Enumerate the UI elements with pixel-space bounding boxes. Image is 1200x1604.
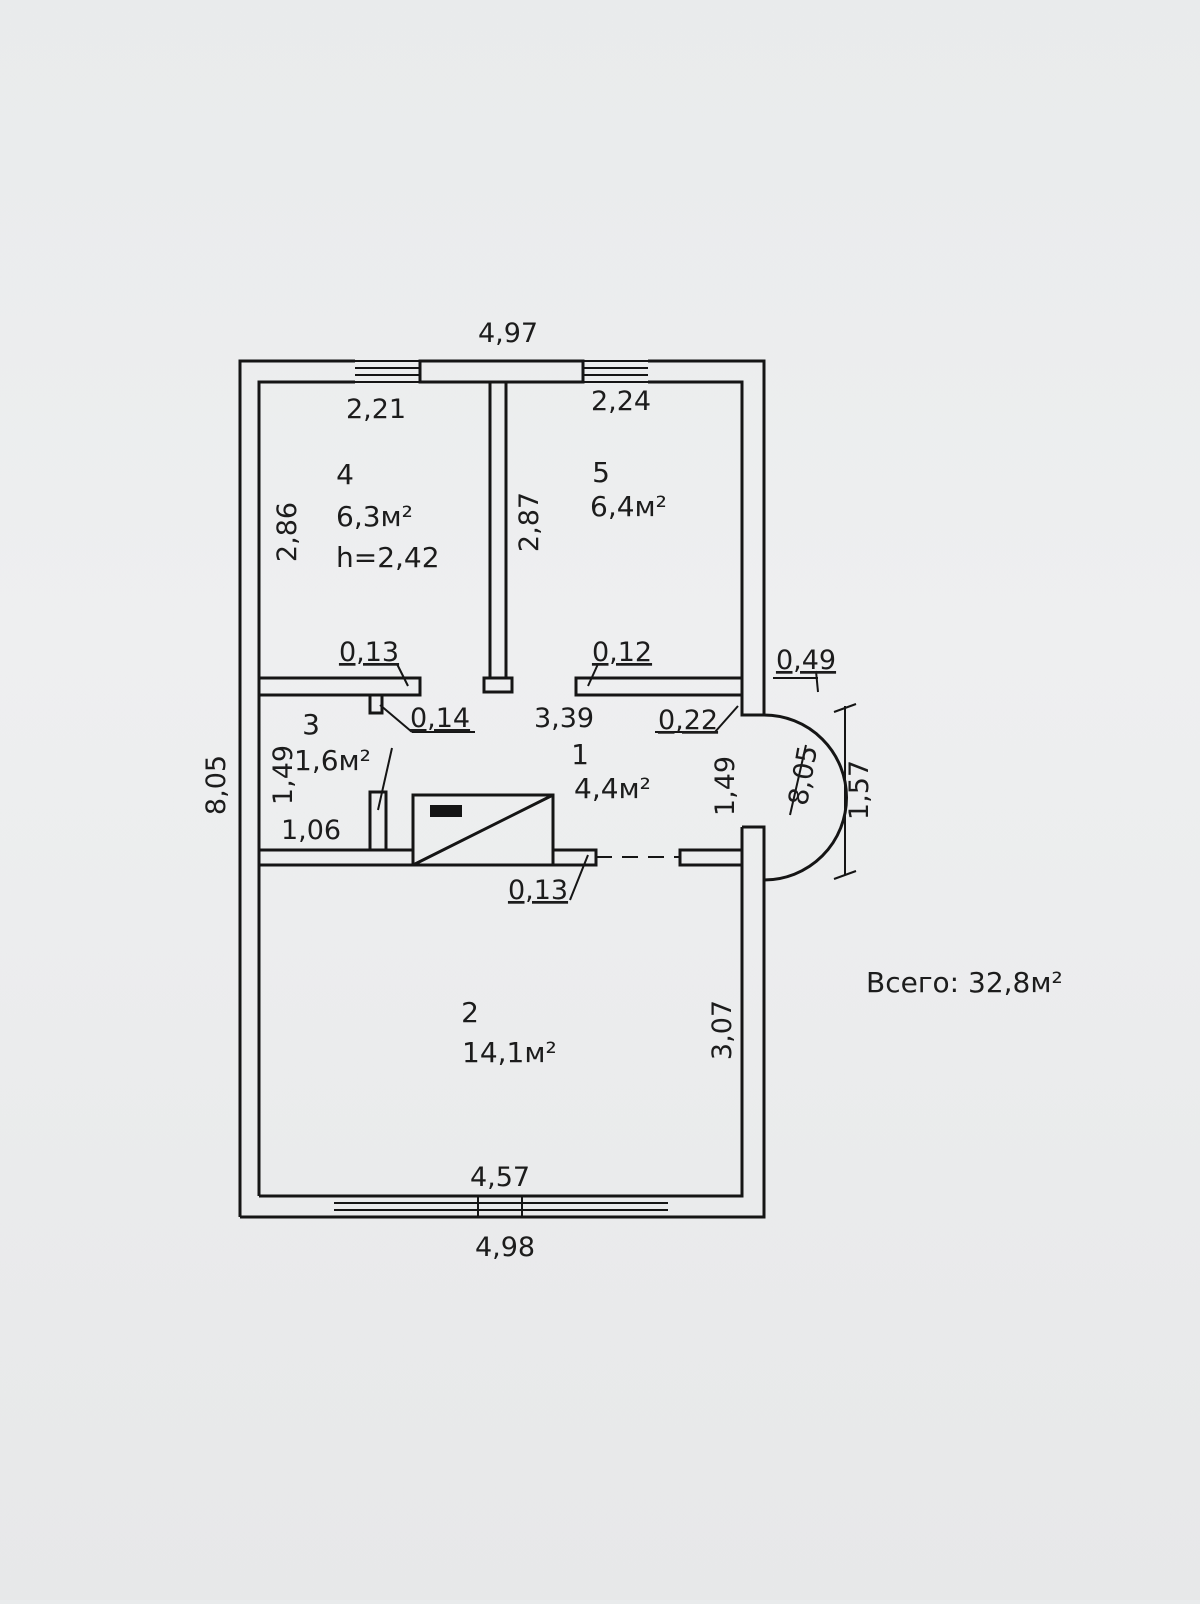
dim-right-opening: 1,49: [710, 756, 741, 816]
room5-number: 5: [592, 456, 610, 489]
leader-line: [789, 744, 807, 816]
dim-porch-arc: 8,05: [783, 743, 824, 808]
dim-room2-right: 3,07: [707, 1000, 738, 1060]
dim-wall-a: 0,13: [339, 637, 399, 668]
outer-wall: [238, 359, 355, 1217]
dim-wall-d: 0,22: [658, 705, 718, 736]
dim-top-left-window: 2,21: [346, 394, 406, 425]
leader-line: [396, 663, 409, 687]
room3-area: 1,6м²: [294, 744, 371, 777]
partition: [482, 676, 514, 694]
dim-porch-outer: 0,49: [776, 645, 836, 676]
dim-left-total: 8,05: [201, 755, 232, 815]
room1-number: 1: [571, 738, 589, 771]
dimension-tick: [833, 703, 857, 713]
walls: [238, 359, 766, 1219]
partition: [678, 848, 744, 867]
dim-wall-b: 0,12: [592, 637, 652, 668]
dim-top-right-window: 2,24: [591, 386, 651, 417]
dim-partition: 2,87: [514, 492, 545, 552]
leader-line: [569, 854, 589, 901]
leaders: [377, 663, 857, 901]
partition: [259, 676, 422, 697]
partition: [368, 693, 384, 715]
dim-bottom-inner: 4,57: [470, 1162, 530, 1193]
dim-corridor: 3,39: [534, 703, 594, 734]
partition: [368, 790, 388, 852]
leader-line: [379, 704, 413, 733]
total-area: Всего: 32,8м²: [866, 966, 1063, 999]
dim-bottom-outer: 4,98: [475, 1232, 535, 1263]
outer-wall: [259, 827, 744, 1198]
window: [355, 360, 420, 383]
window: [334, 1195, 668, 1218]
window: [583, 360, 648, 383]
outer-wall: [418, 359, 585, 384]
leader-line: [815, 670, 819, 693]
partition: [574, 676, 744, 697]
leader-line: [714, 705, 739, 733]
dimension-tick: [833, 870, 857, 880]
room-labels: 4 6,3м² h=2,42 5 6,4м² 3 1,6м² 1 4,4м² 2…: [294, 456, 667, 1069]
leader-line: [377, 747, 393, 811]
dimension-labels: 4,97 2,21 2,24 8,05 2,86 2,87 0,13 0,12 …: [201, 318, 875, 1263]
dim-room3-height: 1,49: [268, 745, 299, 805]
room4-number: 4: [336, 458, 354, 491]
leader-line: [587, 663, 599, 687]
dim-wall-c: 0,14: [410, 703, 470, 734]
room5-area: 6,4м²: [590, 490, 667, 523]
windows: [334, 360, 668, 1218]
outer-wall: [257, 380, 355, 1196]
dim-top-outer: 4,97: [478, 318, 538, 349]
room1-area: 4,4м²: [574, 772, 651, 805]
outer-wall: [240, 825, 766, 1219]
room4-area: 6,3м²: [336, 500, 413, 533]
dim-porch-depth: 1,57: [844, 760, 875, 820]
dim-room3-width: 1,06: [281, 815, 341, 846]
stove-diagonal: [412, 793, 554, 867]
stove-door-icon: [430, 805, 462, 817]
dim-room4-height: 2,86: [272, 502, 303, 562]
room3-number: 3: [302, 708, 320, 741]
room2-area: 14,1м²: [462, 1036, 557, 1069]
outer-wall: [648, 359, 766, 717]
porch-arc: [763, 713, 848, 882]
stove: [411, 793, 555, 867]
room2-number: 2: [461, 996, 479, 1029]
dim-wall-e: 0,13: [508, 875, 568, 906]
partition: [488, 380, 508, 680]
room4-height: h=2,42: [336, 541, 440, 574]
